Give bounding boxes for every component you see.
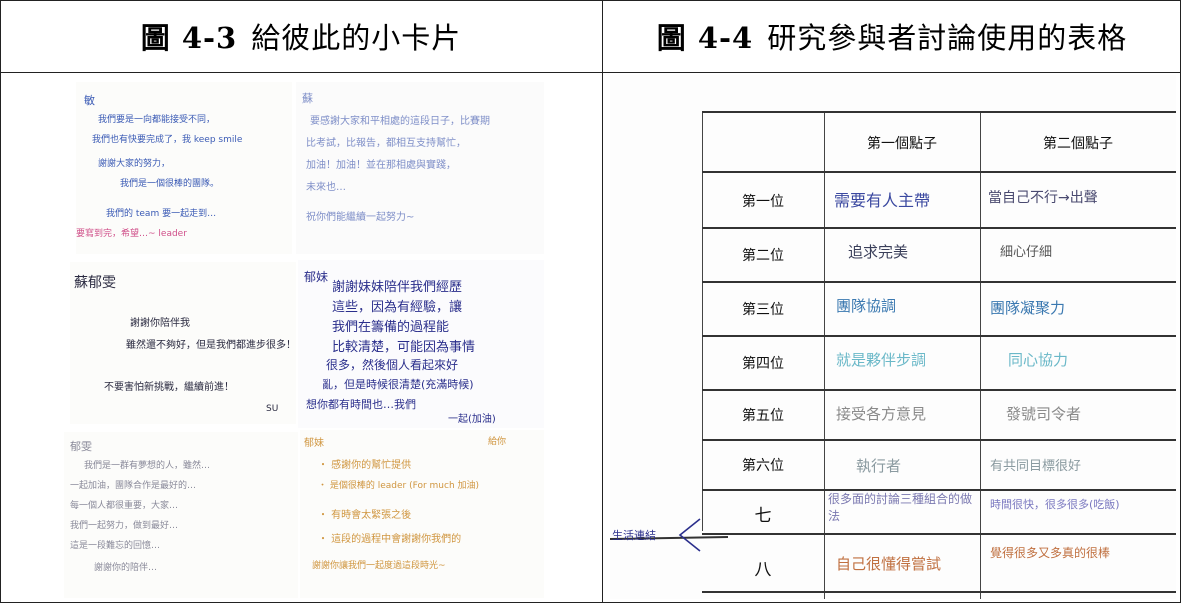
card-3-line: 謝謝你陪伴我 bbox=[130, 318, 190, 329]
table-line bbox=[702, 111, 704, 531]
table-line bbox=[824, 111, 826, 599]
card-4-line: 比較清楚，可能因為事情 bbox=[332, 340, 476, 355]
card-3-line: SU bbox=[266, 404, 279, 414]
answer-second: 時間很快，很多很多(吃飯) bbox=[990, 498, 1120, 511]
card-4-line: 這些，因為有經驗，讓 bbox=[332, 300, 463, 315]
card-6: 郁妹 給你 ・ 感謝你的幫忙提供 ・ 是個很棒的 leader (For muc… bbox=[300, 430, 544, 598]
card-1-line: 我們是一個很棒的團隊。 bbox=[120, 179, 220, 189]
table-line bbox=[702, 111, 1176, 113]
table-line bbox=[702, 227, 1176, 229]
table-line bbox=[702, 489, 1176, 491]
table-line bbox=[702, 439, 1176, 441]
answer-first: 追求完美 bbox=[848, 243, 909, 261]
caption-left-number: 圖 4-3 bbox=[140, 21, 238, 55]
rank-label: 七 bbox=[754, 506, 772, 525]
answer-second: 細心仔細 bbox=[1000, 245, 1053, 260]
card-6-line: 給你 bbox=[488, 437, 507, 447]
card-6-line: ・ 有時會太緊張之後 bbox=[318, 510, 412, 521]
caption-right-number: 圖 4-4 bbox=[656, 21, 754, 55]
answer-second: 當自己不行→出聲 bbox=[988, 190, 1098, 206]
card-1-line: 我們也有快要完成了，我 keep smile bbox=[92, 135, 243, 145]
card-3: 蘇郁雯 謝謝你陪伴我 雖然還不夠好，但是我們都進步很多！ 不要害怕新挑戰，繼續前… bbox=[70, 262, 296, 424]
card-4: 郁妹 謝謝妹妹陪伴我們經歷 這些，因為有經驗，讓 我們在籌備的過程能 比較清楚，… bbox=[298, 260, 544, 428]
rank-label: 第二位 bbox=[742, 247, 784, 263]
card-1-line: 我們的 team 要一起走到… bbox=[106, 209, 217, 219]
card-1-line: 謝謝大家的努力， bbox=[98, 159, 171, 169]
card-4-line: 郁妹 bbox=[304, 270, 329, 284]
card-4-line: 我們在籌備的過程能 bbox=[332, 320, 450, 335]
card-2-line: 未來也… bbox=[306, 182, 346, 193]
answer-first: 接受各方意見 bbox=[836, 405, 927, 423]
card-4-line: 想你都有時間也…我們 bbox=[306, 398, 416, 411]
column-header-2: 第二個點子 bbox=[1043, 135, 1113, 151]
card-1-line: 敏 bbox=[84, 94, 95, 107]
card-2-line: 祝你們能繼續一起努力~ bbox=[306, 212, 415, 223]
header-divider bbox=[0, 72, 1181, 73]
card-2-line: 要感謝大家和平相處的這段日子，比賽期 bbox=[310, 116, 490, 127]
rank-label: 第五位 bbox=[742, 407, 784, 423]
card-2-line: 加油！加油！並在那相處與實踐， bbox=[306, 160, 456, 171]
answer-first: 團隊協調 bbox=[836, 297, 897, 315]
answer-first: 很多面的討論三種組合的做法 bbox=[828, 492, 973, 523]
card-3-line: 蘇郁雯 bbox=[74, 275, 116, 291]
rank-label: 第一位 bbox=[742, 193, 784, 209]
bracket-mark bbox=[678, 518, 701, 552]
card-6-line: ・ 感謝你的幫忙提供 bbox=[318, 460, 412, 471]
table-line bbox=[702, 533, 1176, 535]
card-6-line: ・ 這段的過程中會謝謝你我們的 bbox=[318, 534, 462, 545]
table-line bbox=[702, 389, 1176, 391]
caption-right: 圖 4-4 研究參與者討論使用的表格 bbox=[603, 0, 1181, 72]
card-5-line: 一起加油，團隊合作是最好的… bbox=[70, 481, 197, 491]
card-5-line: 謝謝你的陪伴… bbox=[94, 563, 158, 573]
table-line bbox=[702, 281, 1176, 283]
card-6-line: 郁妹 bbox=[304, 438, 324, 449]
table-line bbox=[702, 335, 1176, 337]
card-2: 蘇 要感謝大家和平相處的這段日子，比賽期 比考試，比報告，都相互支持幫忙， 加油… bbox=[296, 82, 544, 254]
answer-second: 同心協力 bbox=[1008, 351, 1069, 369]
card-5: 郁雯 我們是一群有夢想的人，雖然… 一起加油，團隊合作是最好的… 每一個人都很重… bbox=[64, 432, 298, 598]
card-4-line: 謝謝妹妹陪伴我們經歷 bbox=[332, 280, 463, 295]
card-3-line: 雖然還不夠好，但是我們都進步很多！ bbox=[126, 340, 296, 351]
card-5-line: 郁雯 bbox=[70, 440, 92, 453]
table-line bbox=[980, 111, 982, 599]
answer-first: 自己很懂得嘗試 bbox=[836, 555, 942, 573]
column-divider bbox=[602, 0, 603, 603]
card-2-line: 蘇 bbox=[302, 92, 313, 105]
card-4-line: 一起(加油) bbox=[448, 414, 496, 425]
answer-second: 有共同目標很好 bbox=[990, 459, 1082, 474]
card-5-line: 我們一起努力，做到最好… bbox=[70, 521, 179, 531]
table-line bbox=[702, 171, 1176, 173]
answer-second: 發號司令者 bbox=[1006, 405, 1082, 423]
caption-right-title: 研究參與者討論使用的表格 bbox=[767, 21, 1128, 55]
research-table-photo: 第一個點子 第二個點子 第一位 第二位 第三位 第四位 第五位 第六位 七 八 … bbox=[610, 75, 1176, 599]
column-header-1: 第一個點子 bbox=[867, 135, 937, 151]
table-line bbox=[702, 591, 1176, 593]
caption-left: 圖 4-3 給彼此的小卡片 bbox=[0, 0, 602, 72]
answer-second: 團隊凝聚力 bbox=[990, 299, 1066, 317]
rank-label: 第四位 bbox=[742, 355, 784, 371]
card-6-line: ・ 是個很棒的 leader (For much 加油) bbox=[318, 481, 480, 491]
card-1-line: 最後要寫到完，希望…~ leader bbox=[76, 229, 187, 239]
card-1-line: 我們要是一向都能接受不同， bbox=[98, 115, 216, 125]
answer-first: 執行者 bbox=[856, 457, 902, 475]
answer-first: 就是夥伴步調 bbox=[836, 351, 927, 369]
side-note: 生活連結 bbox=[612, 529, 656, 542]
rank-label: 第六位 bbox=[742, 457, 784, 473]
caption-left-title: 給彼此的小卡片 bbox=[251, 21, 462, 55]
answer-second: 覺得很多又多真的很棒 bbox=[990, 546, 1111, 560]
card-4-line: 亂，但是時候很清楚(充滿時候) bbox=[322, 378, 474, 391]
card-3-line: 不要害怕新挑戰，繼續前進！ bbox=[104, 382, 234, 393]
card-4-line: 很多，然後個人看起來好 bbox=[326, 358, 459, 372]
rank-label: 第三位 bbox=[742, 301, 784, 317]
card-5-line: 每一個人都很重要，大家… bbox=[70, 501, 179, 511]
card-1: 敏 我們要是一向都能接受不同， 我們也有快要完成了，我 keep smile 謝… bbox=[76, 82, 292, 254]
card-2-line: 比考試，比報告，都相互支持幫忙， bbox=[306, 138, 466, 149]
answer-first: 需要有人主帶 bbox=[834, 191, 931, 210]
card-5-line: 我們是一群有夢想的人，雖然… bbox=[84, 461, 211, 471]
card-5-line: 這是一段難忘的回憶… bbox=[70, 541, 161, 551]
rank-label: 八 bbox=[754, 560, 772, 579]
card-6-line: 謝謝你讓我們一起度過這段時光~ bbox=[312, 561, 446, 571]
